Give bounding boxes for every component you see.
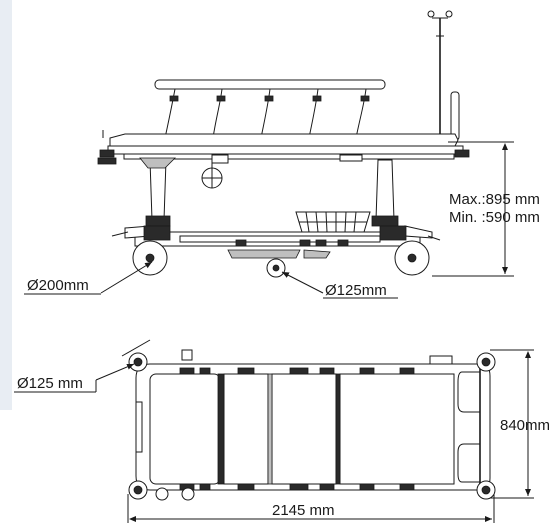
platform	[97, 130, 470, 165]
castor-small-side-leader	[281, 271, 324, 294]
height-max-label: Max.:895 mm	[449, 191, 540, 208]
adjustment-knob	[201, 158, 223, 189]
castor-small-top-leader	[95, 363, 135, 381]
iv-pole	[427, 10, 460, 142]
width-label: 840mm	[500, 417, 550, 434]
top-view: 840mm 2145 mm Ø125 mm	[14, 339, 550, 523]
side-rail	[154, 79, 386, 139]
castor-small-center	[266, 258, 286, 278]
castor-small-top-label: Ø125 mm	[17, 375, 83, 392]
side-view: Max.:895 mm Min. :590 mm Ø200mm Ø125mm	[24, 10, 540, 299]
length-label: 2145 mm	[272, 502, 335, 519]
lift-columns	[139, 157, 399, 227]
frame-hardware	[135, 349, 453, 491]
castor-small-side-label: Ø125mm	[325, 282, 387, 299]
left-margin-band	[0, 0, 12, 410]
storage-basket	[295, 211, 371, 233]
castor-large-label: Ø200mm	[27, 277, 89, 294]
castor-large-leader	[100, 261, 153, 294]
length-dimension	[127, 494, 495, 523]
castor-large-right	[379, 225, 430, 276]
width-dimension	[490, 349, 534, 499]
height-dimension	[432, 141, 514, 277]
top-castors	[128, 352, 496, 501]
height-min-label: Min. :590 mm	[449, 209, 540, 226]
castor-large-left	[132, 225, 171, 276]
